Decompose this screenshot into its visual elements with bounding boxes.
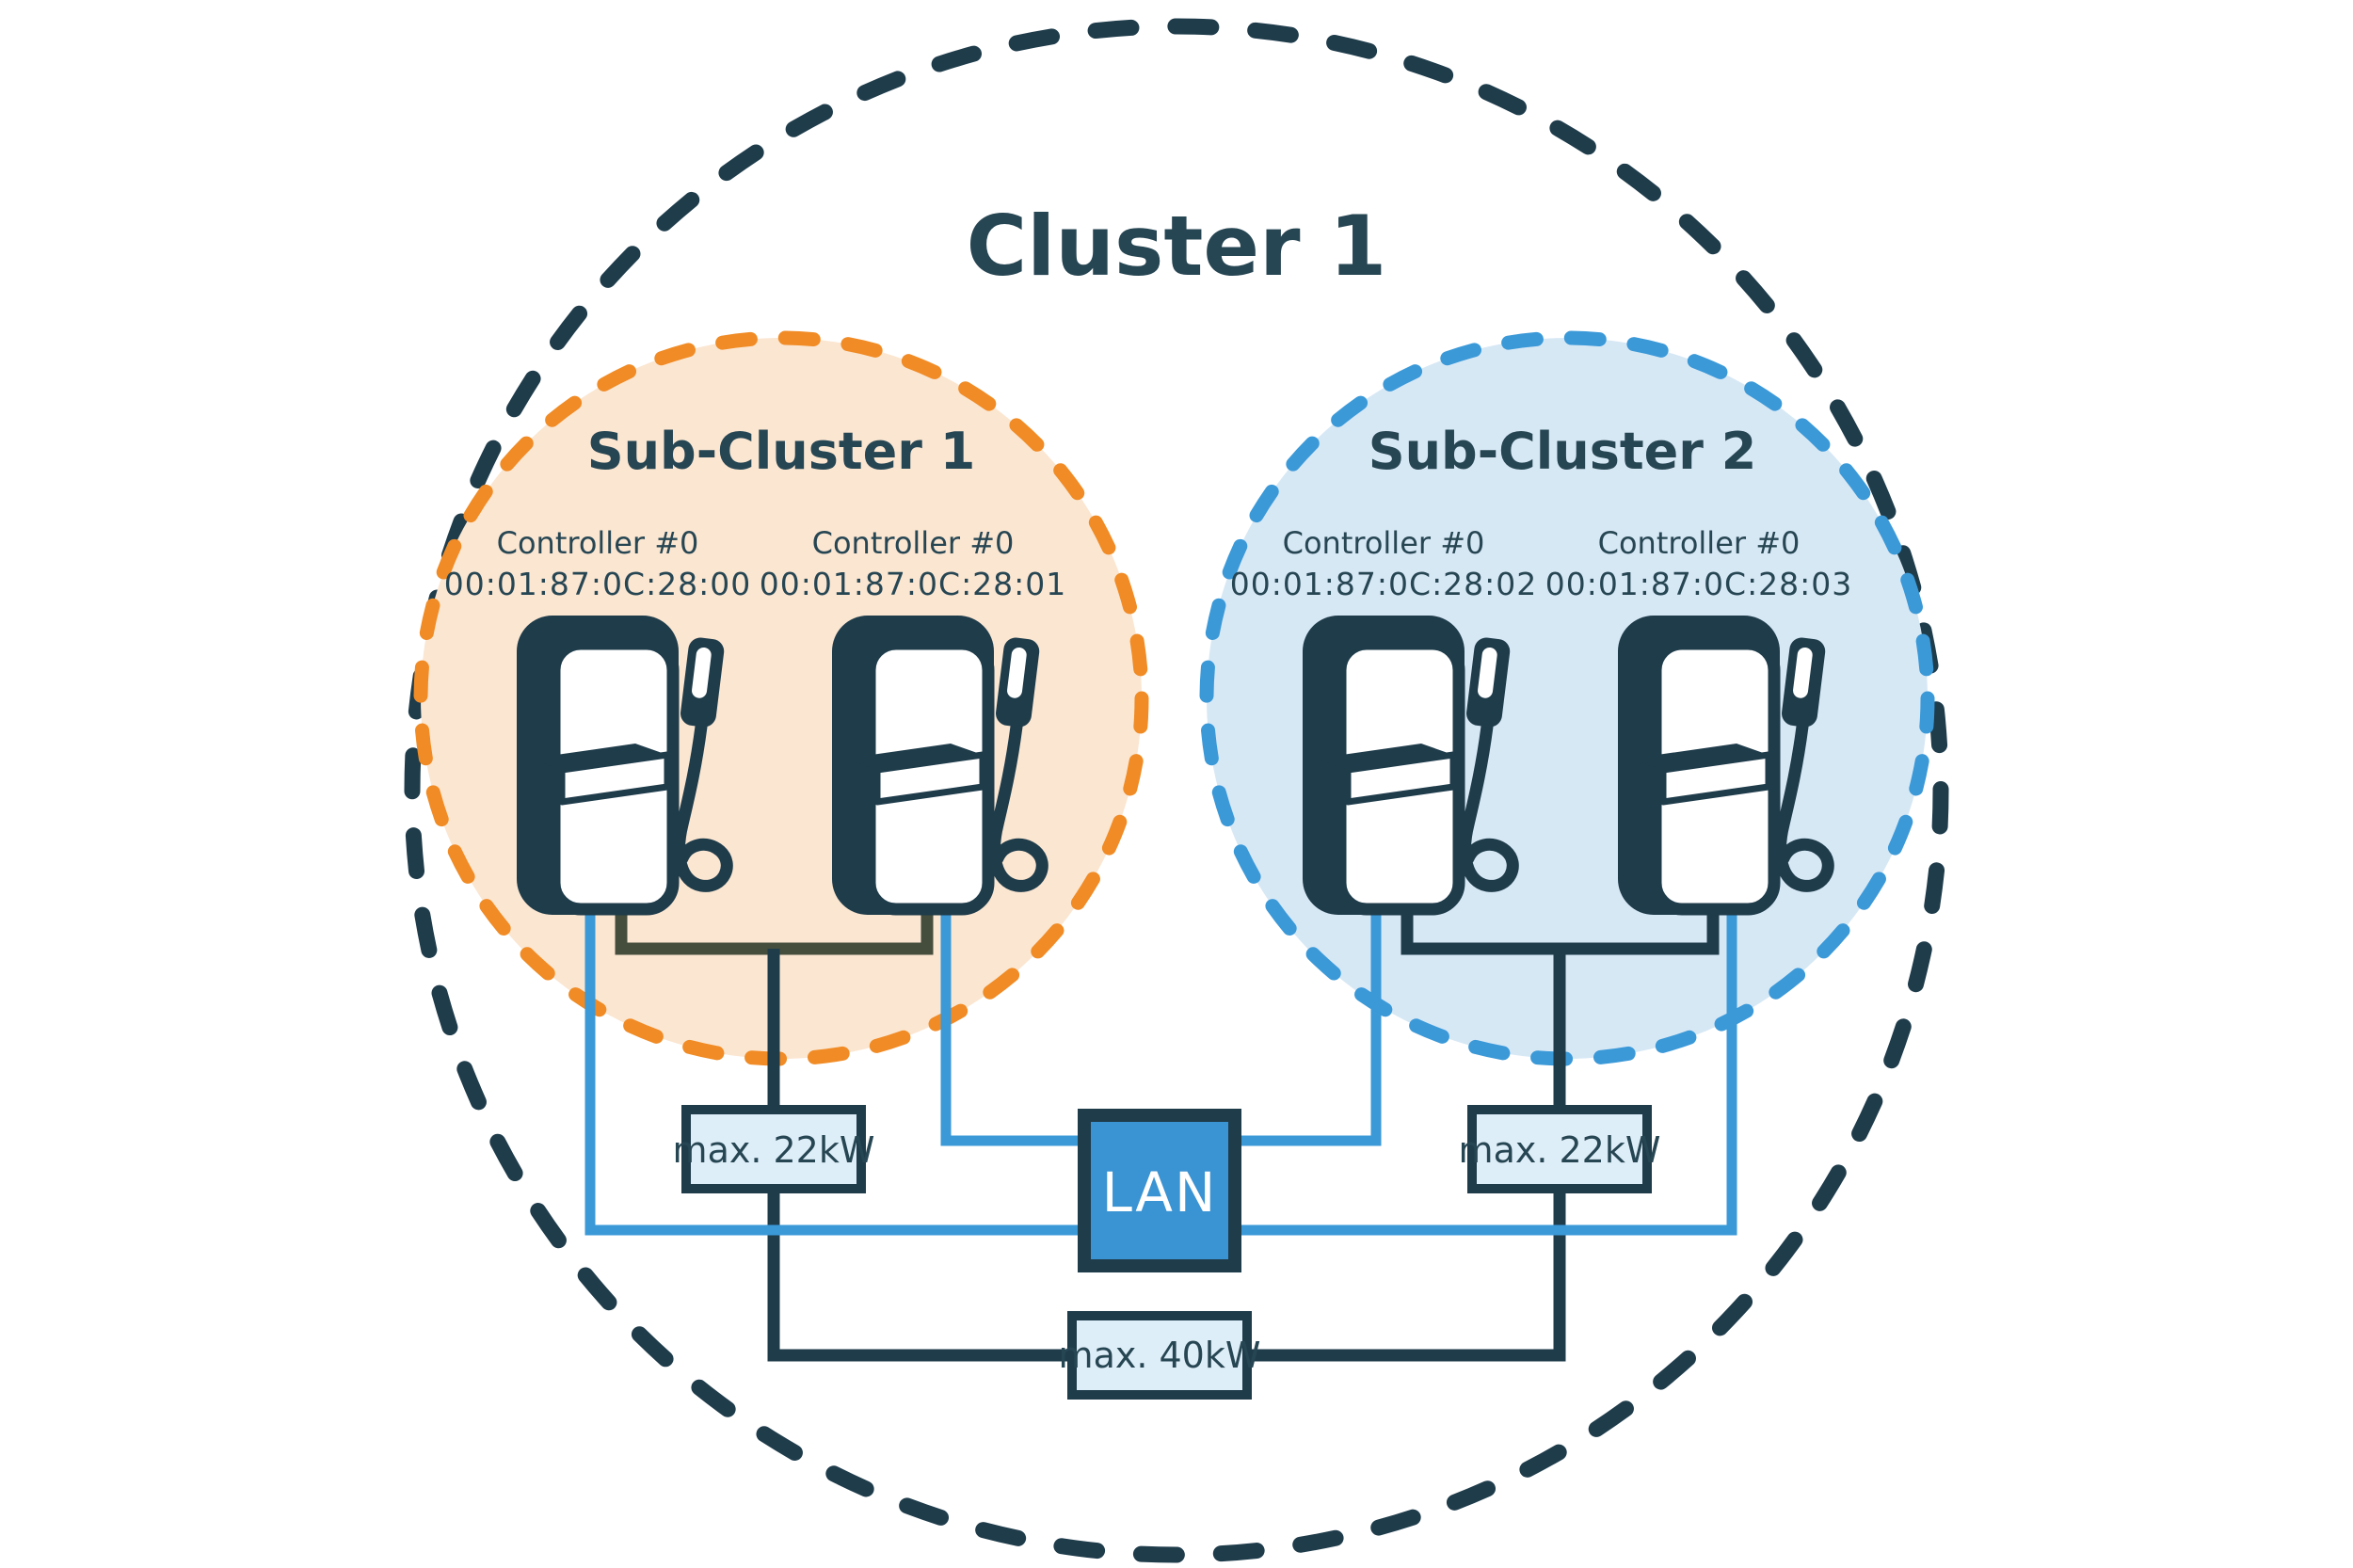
subcluster-1-title: Sub-Cluster 1: [587, 422, 976, 481]
power-limit-label: max. 40kW: [1059, 1335, 1261, 1376]
controller-name: Controller #0: [497, 525, 699, 561]
power-limit-box-subcluster-1: max. 22kW: [673, 1105, 875, 1193]
lan-box: LAN: [1078, 1109, 1241, 1272]
controller-name: Controller #0: [812, 525, 1015, 561]
power-limit-label: max. 22kW: [1459, 1129, 1661, 1171]
cluster-title: Cluster 1: [967, 198, 1387, 295]
power-limit-label: max. 22kW: [673, 1129, 875, 1171]
controller-label-1: Controller #0 00:01:87:0C:28:00: [444, 525, 752, 602]
controller-mac: 00:01:87:0C:28:00: [444, 566, 752, 602]
power-line-left: [767, 949, 1072, 1362]
controller-mac: 00:01:87:0C:28:03: [1545, 566, 1853, 602]
controller-name: Controller #0: [1598, 525, 1801, 561]
controller-label-3: Controller #0 00:01:87:0C:28:02: [1230, 525, 1538, 602]
controller-name: Controller #0: [1283, 525, 1485, 561]
lan-label: LAN: [1102, 1160, 1218, 1224]
power-line-right: [1247, 949, 1566, 1362]
controller-label-4: Controller #0 00:01:87:0C:28:03: [1545, 525, 1853, 602]
power-limit-box-cluster: max. 40kW: [1059, 1311, 1261, 1400]
controller-label-2: Controller #0 00:01:87:0C:28:01: [760, 525, 1067, 602]
power-limit-box-subcluster-2: max. 22kW: [1459, 1105, 1661, 1193]
controller-mac: 00:01:87:0C:28:01: [760, 566, 1067, 602]
cluster-boundary-circle: [404, 18, 1949, 1563]
subcluster-2-title: Sub-Cluster 2: [1369, 422, 1757, 481]
controller-mac: 00:01:87:0C:28:02: [1230, 566, 1538, 602]
